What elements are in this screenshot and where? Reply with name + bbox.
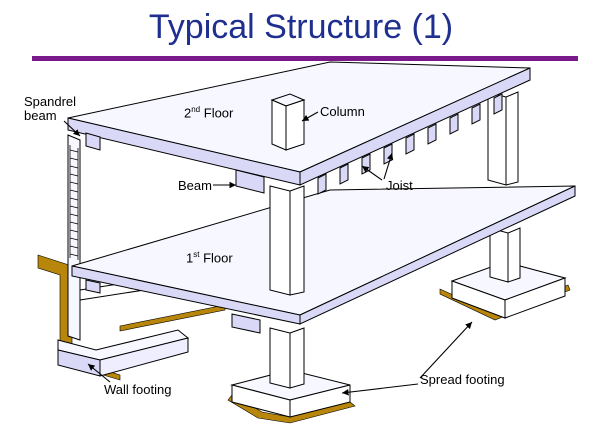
label-spandrel-beam: beam xyxy=(24,108,57,123)
label-joist: Joist xyxy=(386,178,413,193)
label-column: Column xyxy=(320,104,365,119)
wall-ladder xyxy=(69,145,79,260)
label-first-floor: 1st Floor xyxy=(186,250,233,265)
wall-footing xyxy=(57,329,190,377)
first-floor-slab xyxy=(71,185,576,334)
title-rule xyxy=(32,56,578,61)
lower-columns xyxy=(269,227,521,389)
floor2-ordinal: nd xyxy=(191,105,201,114)
floor1-number: 1 xyxy=(186,250,194,266)
label-spandrel-line2: beam xyxy=(24,108,57,123)
label-spandrel: Spandrel xyxy=(24,94,76,109)
label-second-floor: 2nd Floor xyxy=(184,105,233,120)
page-title: Typical Structure (1) xyxy=(148,8,454,46)
floor1-text: Floor xyxy=(199,250,233,266)
label-beam: Beam xyxy=(178,178,212,193)
label-spandrel-line1: Spandrel xyxy=(24,94,77,109)
column-stub xyxy=(270,93,306,151)
label-wall-footing: Wall footing xyxy=(104,382,172,397)
exterior-wall xyxy=(67,134,171,341)
leader-arrows xyxy=(63,111,473,396)
second-floor-beams xyxy=(85,132,265,194)
upper-columns xyxy=(269,91,519,296)
floor1-ordinal: st xyxy=(193,250,200,259)
floor2-number: 2 xyxy=(184,105,192,121)
floor2-text: Floor xyxy=(200,105,234,121)
label-spread-footing: Spread footing xyxy=(420,372,505,387)
